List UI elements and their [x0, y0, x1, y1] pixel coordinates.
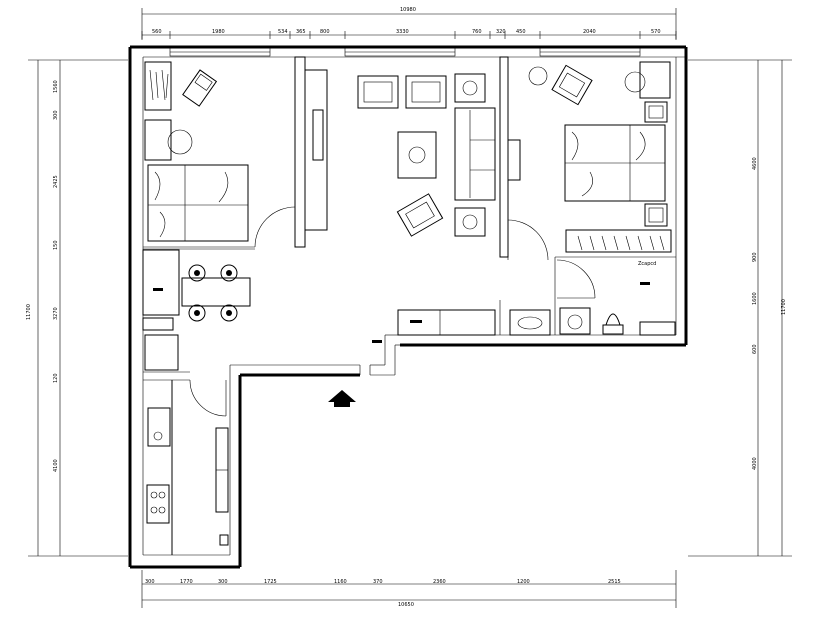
- top-dim-9: 450: [516, 29, 526, 35]
- top-dim-8: 320: [496, 29, 506, 35]
- top-dim-2: 1980: [212, 29, 225, 35]
- toilet-icon: [602, 313, 624, 335]
- left-dim-1: 1560: [53, 80, 59, 93]
- bottom-dim-6: 370: [373, 579, 383, 585]
- left-dim-2: 300: [53, 110, 59, 120]
- top-dim-10: 2040: [583, 29, 596, 35]
- bottom-dim-3: 300: [218, 579, 228, 585]
- wardrobe: [565, 229, 672, 253]
- tv: [312, 109, 324, 161]
- right-dim-5: 4000: [752, 457, 758, 470]
- top-total-dimension: 10980: [400, 7, 416, 13]
- bottom-dim-2: 1770: [180, 579, 193, 585]
- left-total-dimension: 11700: [26, 304, 32, 320]
- armchair-icon: [396, 193, 444, 237]
- outer-walls: [128, 45, 688, 569]
- left-bedroom: [144, 61, 249, 242]
- sofa-icon: [454, 107, 496, 201]
- bottom-dim-8: 1200: [517, 579, 530, 585]
- right-total-dimension: 11700: [781, 299, 787, 315]
- nightstand: [639, 61, 671, 99]
- cabinet: [142, 249, 180, 316]
- interior-walls: [143, 56, 676, 381]
- sink-icon: [509, 309, 551, 336]
- armchair-icon: [357, 75, 447, 109]
- kitchen: [146, 380, 229, 555]
- armchair-icon: [551, 64, 593, 106]
- nightstand: [144, 119, 172, 161]
- right-dim-1: 4600: [752, 157, 758, 170]
- left-dim-3: 2425: [53, 175, 59, 188]
- top-windows: [169, 47, 641, 57]
- sink-icon: [147, 407, 171, 447]
- right-dim-2: 900: [752, 252, 758, 262]
- side-table: [454, 207, 486, 237]
- bottom-dim-1: 300: [145, 579, 155, 585]
- washing-machine-icon: [559, 307, 591, 335]
- bottom-dim-9: 2515: [608, 579, 621, 585]
- doors: [189, 206, 596, 417]
- left-dim-6: 120: [53, 373, 59, 383]
- entrance-arrow-icon: [328, 390, 356, 407]
- armchair-icon: [182, 69, 218, 107]
- left-dimension-lines: 11700 1560 300 2425 150 3270 120 4100: [26, 59, 128, 557]
- dining-area: [142, 249, 251, 371]
- bottom-total-dimension: 10650: [398, 602, 414, 608]
- top-dim-3: 534: [278, 29, 288, 35]
- top-dim-7: 760: [472, 29, 482, 35]
- wardrobe: [144, 61, 172, 111]
- living-room: [312, 73, 521, 407]
- top-dim-1: 560: [152, 29, 162, 35]
- bottom-dimension-lines: 10650 300 1770 300 1725 1160 370 2360 12…: [141, 570, 677, 608]
- left-dim-4: 150: [53, 240, 59, 250]
- right-dim-3: 1600: [752, 292, 758, 305]
- right-dimension-lines: 11700 4600 900 1600 600 4000: [688, 59, 792, 557]
- coffee-table: [397, 131, 437, 179]
- shoe-cabinet: [397, 309, 496, 336]
- dining-table-icon: [181, 277, 251, 307]
- bathroom: Zcapcd: [509, 261, 676, 336]
- left-dim-5: 3270: [53, 307, 59, 320]
- closet-tag: Zcapcd: [638, 261, 656, 267]
- right-dim-4: 600: [752, 344, 758, 354]
- side-table: [454, 73, 486, 103]
- bottom-dim-7: 2360: [433, 579, 446, 585]
- double-bed-icon: [147, 164, 249, 242]
- top-dim-5: 800: [320, 29, 330, 35]
- dining-chairs: [188, 264, 238, 322]
- left-dim-7: 4100: [53, 459, 59, 472]
- bottom-dim-4: 1725: [264, 579, 277, 585]
- right-bedroom: [528, 61, 672, 253]
- top-dimension-lines: 10980 560 1980 534 365 800 3330 760 320 …: [141, 7, 677, 40]
- bottom-dim-5: 1160: [334, 579, 347, 585]
- top-dim-11: 570: [651, 29, 661, 35]
- top-dim-4: 365: [296, 29, 306, 35]
- top-dim-6: 3330: [396, 29, 409, 35]
- stove-icon: [146, 484, 170, 524]
